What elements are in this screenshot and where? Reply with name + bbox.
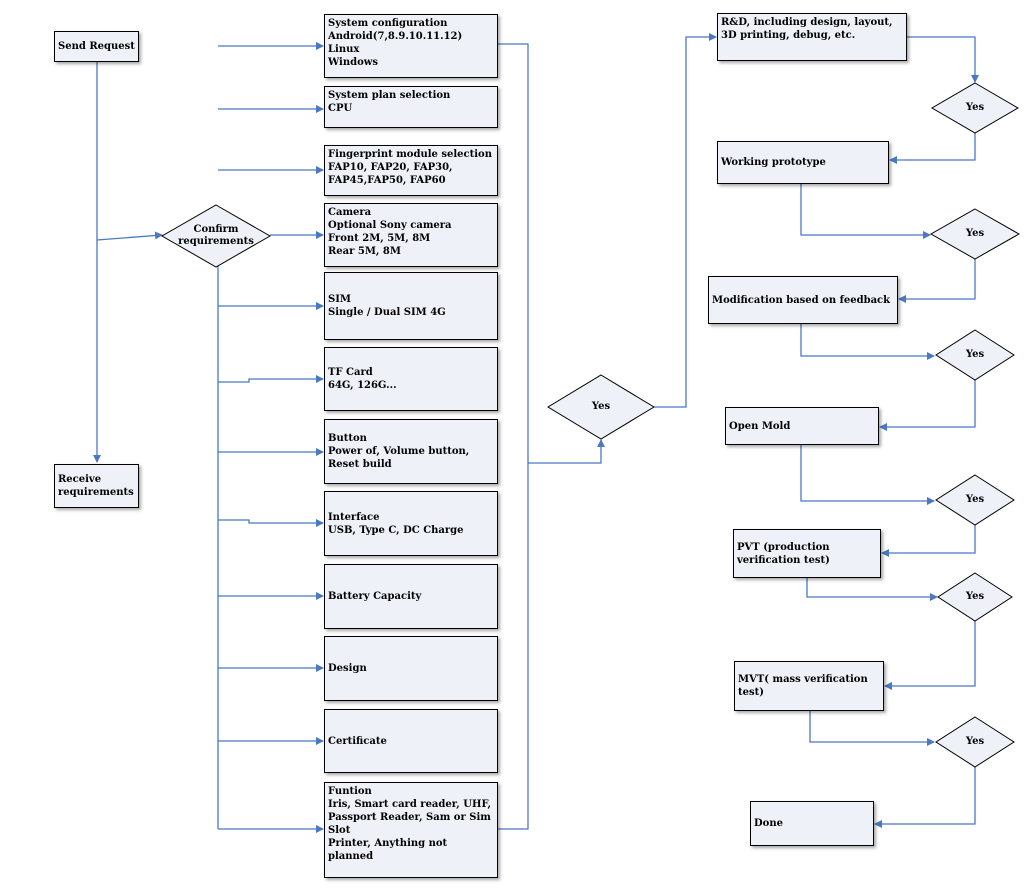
connector-d2-to-mod — [898, 258, 976, 303]
requirement-tf-card: TF Card 64G, 126G... — [324, 347, 498, 411]
decision-yes-shape — [547, 374, 655, 440]
process-working-prototype: Working prototype — [717, 141, 889, 184]
decision-yes-label: Yes — [591, 401, 611, 412]
process-mvt: MVT( mass verification test) — [734, 661, 884, 711]
requirement-battery: Battery Capacity — [324, 564, 498, 629]
connector-req-6 — [218, 375, 324, 383]
process-decision-label-3: Yes — [965, 349, 985, 360]
connector-rd-to-d1 — [907, 36, 979, 83]
requirement-camera: Camera Optional Sony camera Front 2M, 5M… — [324, 203, 498, 267]
decision-yes-1-shape — [931, 82, 1019, 134]
connector-mvt-to-d6 — [809, 711, 935, 746]
process-decision-label-5: Yes — [965, 591, 985, 602]
process-rd: R&D, including design, layout, 3D printi… — [717, 13, 907, 61]
connector-d4-to-pvt — [881, 524, 976, 557]
process-decision-label-6: Yes — [965, 736, 985, 747]
connector-mod-to-d3 — [800, 324, 935, 360]
send-request-box: Send Request — [54, 31, 139, 62]
requirement-button: Button Power of, Volume button, Reset bu… — [324, 419, 498, 484]
requirement-fingerprint: Fingerprint module selection FAP10, FAP2… — [324, 145, 498, 196]
connector-pvt-to-d5 — [806, 578, 938, 601]
decision-confirm-shape — [160, 204, 272, 268]
process-done: Done — [750, 801, 874, 846]
connector-to-confirm — [96, 231, 163, 241]
process-open-mold: Open Mold — [725, 407, 879, 445]
decision-yes-6-shape — [935, 716, 1015, 768]
requirement-interface: Interface USB, Type C, DC Charge — [324, 491, 498, 556]
requirement-certificate: Certificate — [324, 709, 498, 773]
process-pvt: PVT (production verification test) — [733, 529, 881, 578]
process-modification: Modification based on feedback — [708, 276, 898, 324]
decision-yes-2-shape — [929, 208, 1021, 260]
connector-collect — [498, 43, 529, 830]
requirement-sim: SIM Single / Dual SIM 4G — [324, 272, 498, 340]
decision-yes-5-shape — [937, 572, 1013, 622]
connector-to-yes — [528, 439, 605, 464]
connector-d6-to-done — [874, 765, 976, 828]
decision-confirm-label: Confirm requirements — [178, 224, 254, 247]
connector-d5-to-mvt — [884, 619, 976, 690]
requirement-function: Funtion Iris, Smart card reader, UHF, Pa… — [324, 782, 498, 878]
connector-mold-to-d4 — [800, 445, 935, 505]
connector-yes-to-rd — [654, 33, 717, 408]
connector-d3-to-mold — [879, 379, 976, 431]
requirement-system-plan: System plan selection CPU — [324, 86, 498, 128]
connector-proto-to-d2 — [800, 184, 931, 239]
requirement-system-configuration: System configuration Android(7,8.9.10.11… — [324, 14, 498, 78]
connector-req-8 — [218, 519, 324, 527]
requirement-design: Design — [324, 636, 498, 701]
receive-requirements-box: Receive requirements — [54, 464, 139, 508]
connector-d1-to-proto — [889, 133, 976, 164]
process-decision-label-4: Yes — [965, 494, 985, 505]
decision-yes-4-shape — [935, 474, 1015, 526]
process-decision-label-2: Yes — [965, 228, 985, 239]
process-decision-label-1: Yes — [965, 102, 985, 113]
decision-yes-3-shape — [935, 329, 1015, 381]
